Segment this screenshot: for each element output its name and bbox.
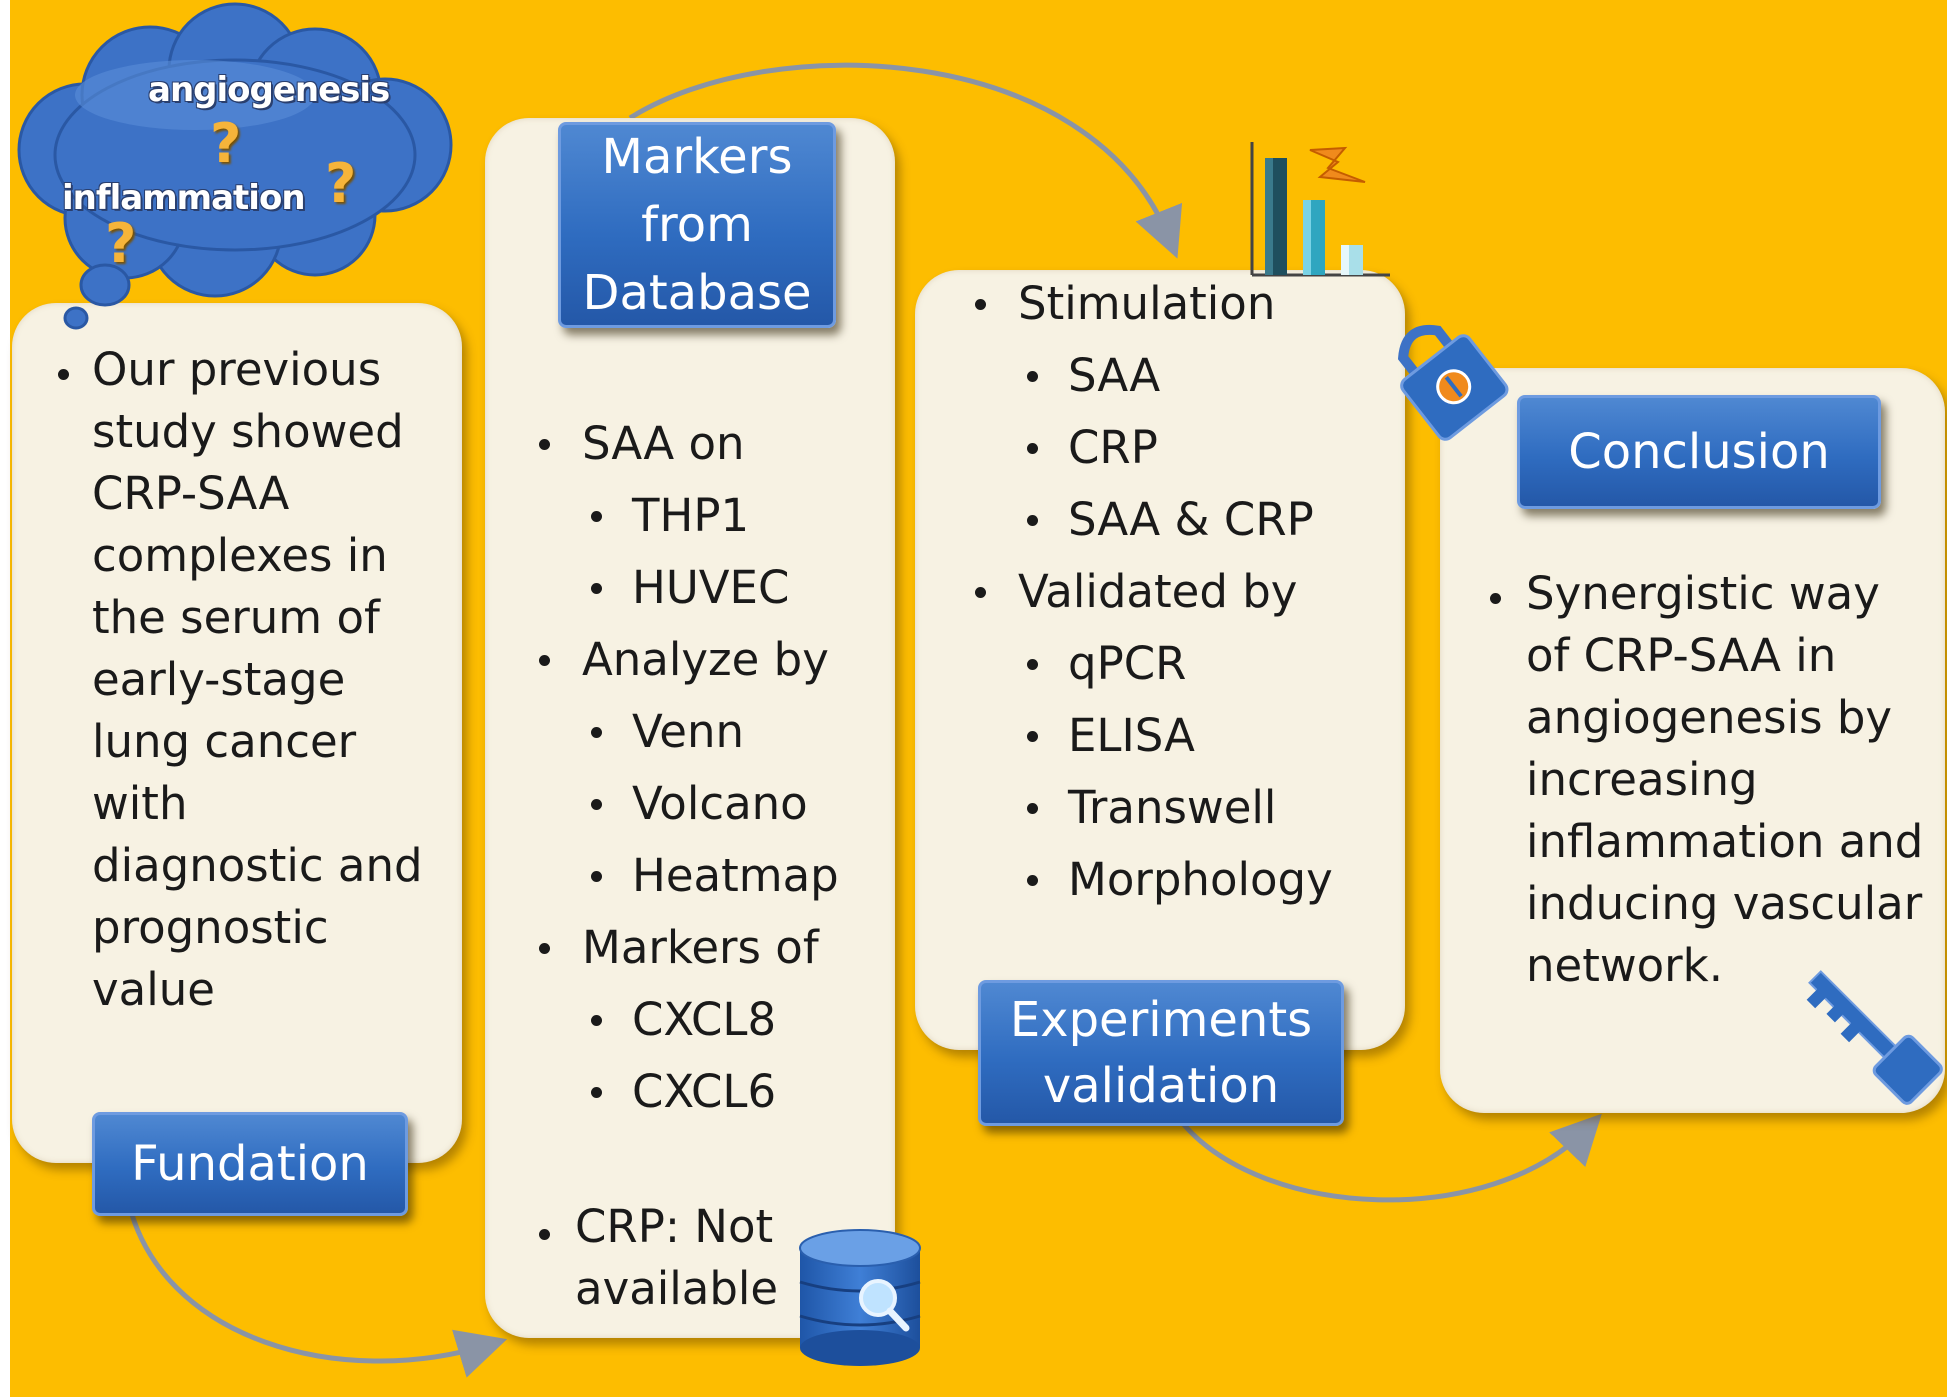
experiments-panel: Stimulation SAA CRP SAA & CRP Validated … xyxy=(915,270,1405,1050)
list-item: Analyze by xyxy=(525,624,839,696)
arrow-experiments-to-conclusion xyxy=(1178,1113,1602,1203)
list-item: SAA xyxy=(961,340,1333,412)
list-item: Heatmap xyxy=(525,840,839,912)
experiments-title-box: Experiments validation xyxy=(978,980,1344,1126)
cloud-word-inflammation: inflammation xyxy=(62,178,306,218)
list-item: CXCL8 xyxy=(525,984,839,1056)
conclusion-text: Synergistic way of CRP-SAA in angiogenes… xyxy=(1526,567,1924,992)
list-item: ELISA xyxy=(961,700,1333,772)
arrow-markers-to-experiments xyxy=(628,62,1183,259)
question-mark-icon: ? xyxy=(210,112,242,175)
conclusion-title: Conclusion xyxy=(1568,424,1830,480)
list-item: THP1 xyxy=(525,480,839,552)
markers-title-line: from xyxy=(641,197,753,253)
list-item: SAA & CRP xyxy=(961,484,1333,556)
fundation-bullet xyxy=(58,369,69,380)
list-item: Stimulation xyxy=(961,268,1333,340)
markers-panel: SAA on THP1 HUVEC Analyze by Venn Volcan… xyxy=(485,118,895,1338)
fundation-title-box: Fundation xyxy=(92,1112,408,1216)
markers-title-line: Database xyxy=(582,265,812,321)
markers-last-bullet xyxy=(539,1229,550,1240)
list-item: CRP xyxy=(961,412,1333,484)
list-item: Volcano xyxy=(525,768,839,840)
thought-cloud-icon xyxy=(17,2,453,330)
question-mark-icon: ? xyxy=(325,152,357,215)
list-item: Markers of xyxy=(525,912,839,984)
experiments-title-line: validation xyxy=(1042,1058,1280,1114)
list-item: Morphology xyxy=(961,844,1333,916)
diagram-canvas: Our previous study showed CRP-SAA comple… xyxy=(10,0,1947,1397)
conclusion-bullet xyxy=(1490,593,1501,604)
arrow-fundation-to-markers xyxy=(125,1199,508,1378)
list-item: SAA on xyxy=(525,408,839,480)
list-item: CXCL6 xyxy=(525,1056,839,1128)
list-item: Venn xyxy=(525,696,839,768)
fundation-title: Fundation xyxy=(131,1136,369,1192)
fundation-text: Our previous study showed CRP-SAA comple… xyxy=(92,343,423,1016)
markers-title-line: Markers xyxy=(601,129,793,185)
list-item: Transwell xyxy=(961,772,1333,844)
experiments-title-line: Experiments xyxy=(1009,992,1313,1048)
cloud-word-angiogenesis: angiogenesis xyxy=(148,70,390,110)
markers-list: SAA on THP1 HUVEC Analyze by Venn Volcan… xyxy=(525,408,839,1128)
experiments-list: Stimulation SAA CRP SAA & CRP Validated … xyxy=(961,268,1333,916)
list-item: Validated by xyxy=(961,556,1333,628)
list-item: HUVEC xyxy=(525,552,839,624)
connector-arrows xyxy=(125,62,1602,1378)
conclusion-title-box: Conclusion xyxy=(1517,395,1881,509)
markers-last-item: CRP: Not available xyxy=(575,1200,779,1315)
question-mark-icon: ? xyxy=(105,212,137,275)
markers-title-box: Markers from Database xyxy=(558,122,836,328)
fundation-panel: Our previous study showed CRP-SAA comple… xyxy=(12,303,462,1163)
list-item: qPCR xyxy=(961,628,1333,700)
